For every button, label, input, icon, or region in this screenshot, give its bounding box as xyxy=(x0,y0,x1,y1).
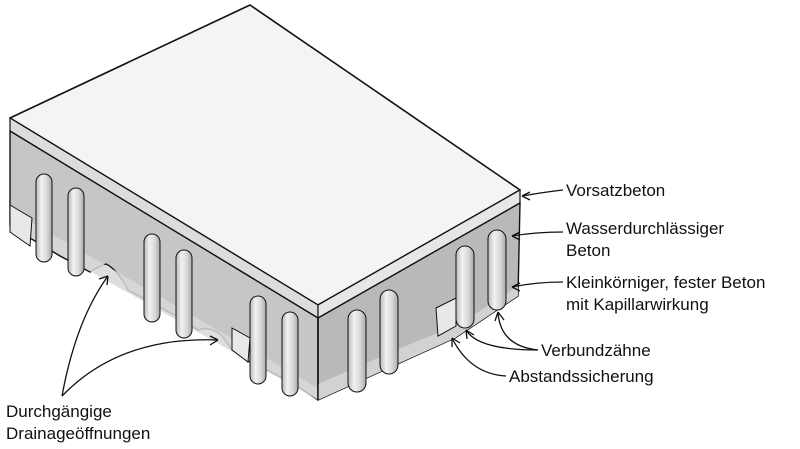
arrowhead-abstandssicherung xyxy=(451,337,461,347)
label-wasserdurchlaessig-line2: Beton xyxy=(566,241,611,260)
tooth xyxy=(67,187,85,277)
tooth xyxy=(455,245,475,329)
tooth xyxy=(249,295,267,385)
leader-wasserdurchlaessig xyxy=(511,231,564,237)
tooth xyxy=(143,233,161,323)
label-vorsatzbeton: Vorsatzbeton xyxy=(566,181,666,200)
tooth xyxy=(35,173,53,263)
tooth xyxy=(487,229,507,311)
leader-drainage-2 xyxy=(61,339,219,397)
arrowhead-drainage-2 xyxy=(209,335,219,346)
label-kleinkoernig-line2: mit Kapillarwirkung xyxy=(566,295,709,314)
arrowhead-vorsatzbeton xyxy=(521,191,531,201)
label-kleinkoernig-line1: Kleinkörniger, fester Beton xyxy=(566,273,766,292)
arrowhead-kleinkoernig xyxy=(511,282,521,292)
label-drainage-line1: Durchgängige xyxy=(6,402,112,421)
interlock-teeth-right xyxy=(347,229,507,393)
interlock-teeth-left xyxy=(35,173,299,397)
label-wasserdurchlaessig-line1: Wasserdurchlässiger xyxy=(566,219,725,238)
spacer-lugs xyxy=(9,204,457,363)
leader-verbundzaehne-1 xyxy=(497,311,539,351)
label-drainage-line2: Drainageöffnungen xyxy=(6,424,151,443)
tooth xyxy=(347,309,367,393)
arrowhead-drainage-1 xyxy=(98,275,109,286)
leader-verbundzaehne-2 xyxy=(465,329,539,351)
label-verbundzaehne: Verbundzähne xyxy=(541,341,651,360)
tooth xyxy=(175,249,193,339)
leader-lines xyxy=(61,189,564,397)
leader-abstandssicherung xyxy=(451,337,507,377)
tooth xyxy=(281,311,299,397)
leader-vorsatzbeton xyxy=(521,189,564,197)
arrowhead-verbundzaehne-1 xyxy=(494,311,505,322)
label-abstandssicherung: Abstandssicherung xyxy=(509,367,654,386)
leader-kleinkoernig xyxy=(511,281,564,288)
arrowhead-verbundzaehne-2 xyxy=(465,329,475,340)
leader-drainage-1 xyxy=(61,275,109,397)
tooth xyxy=(379,289,399,375)
arrowhead-wasserdurchlaessig xyxy=(511,231,521,241)
